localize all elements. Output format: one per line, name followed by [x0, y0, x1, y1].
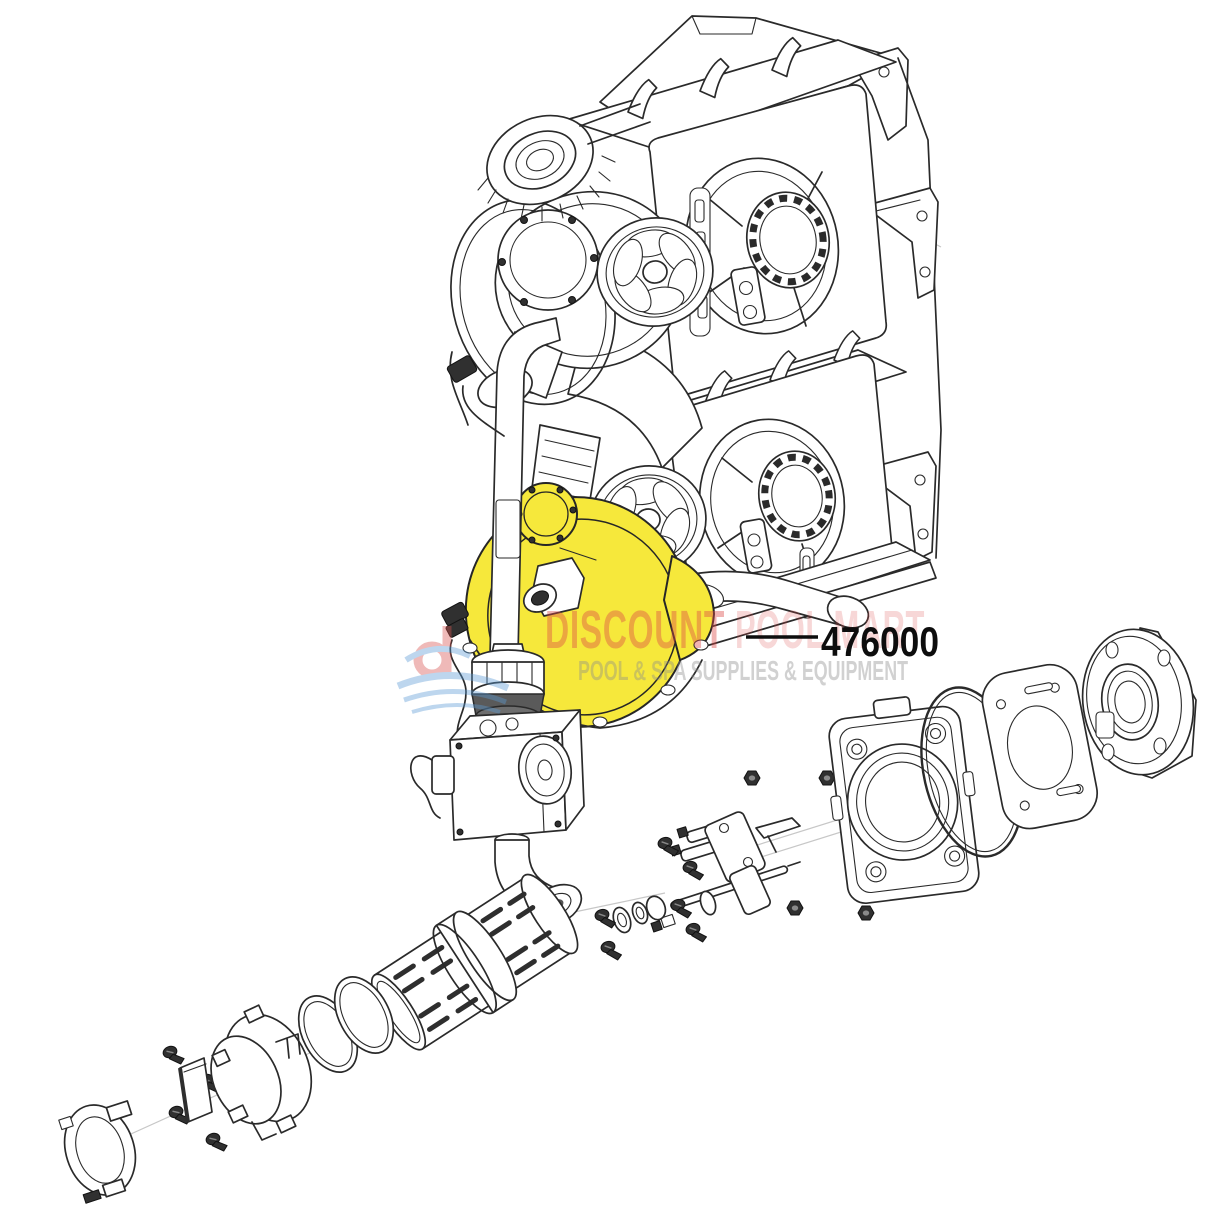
exhaust-flange [1081, 627, 1197, 779]
watermark-brand-poolmart: POOL MART [735, 600, 925, 660]
air-inlet-coupling-nut [477, 103, 651, 222]
gas-valve [410, 709, 585, 841]
flame-sensor [650, 861, 801, 933]
burner-o-rings [297, 976, 395, 1073]
watermark-logo [396, 626, 510, 714]
blower-mounting-plate [497, 209, 599, 311]
watermark: DISCOUNT POOL MART POOL & SPA SUPPLIES &… [396, 600, 925, 714]
wiring-connector [441, 355, 505, 743]
watermark-tagline: POOL & SPA SUPPLIES & EQUIPMENT [578, 655, 908, 686]
washers [612, 895, 667, 934]
mounting-bracket [178, 1057, 213, 1123]
watermark-brand-discount: DISCOUNT [545, 600, 725, 660]
burner-mounting-plate [828, 696, 980, 905]
flange-gasket [981, 663, 1098, 830]
part-number-callout: 476000 [746, 618, 939, 665]
igniter-electrode [669, 811, 801, 883]
heater-body [565, 15, 942, 647]
louvered-vents [565, 36, 897, 149]
retainer-clamp [58, 1100, 137, 1204]
burner-tube [370, 873, 579, 1051]
burner-head [210, 1004, 313, 1141]
part-number-label: 476000 [821, 618, 939, 665]
